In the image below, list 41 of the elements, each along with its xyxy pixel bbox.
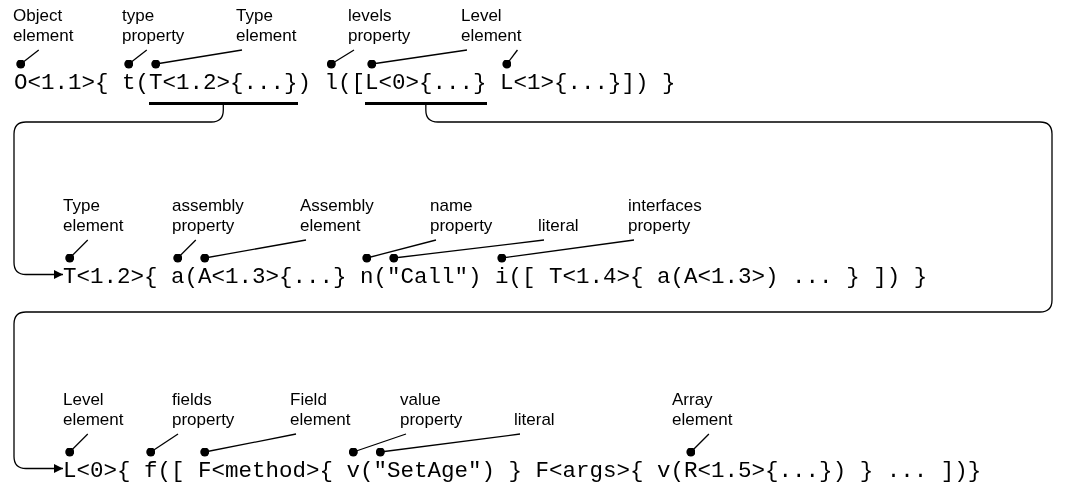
annotation-label: Level element	[461, 6, 522, 46]
leader-line	[389, 239, 545, 263]
annotation-label: Type element	[236, 6, 297, 46]
leader-line	[151, 49, 243, 69]
leader-line	[686, 433, 710, 457]
leader-line	[200, 433, 297, 457]
leader-line	[497, 239, 635, 263]
leader-line	[502, 49, 519, 69]
leader-line	[173, 239, 197, 263]
leader-line	[16, 49, 40, 69]
leader-line	[326, 49, 355, 69]
leader-line	[367, 49, 468, 69]
annotation-label: Field element	[290, 390, 351, 430]
annotation-label: assembly property	[172, 196, 244, 236]
annotation-label: interfaces property	[628, 196, 702, 236]
leader-line	[362, 239, 437, 263]
annotation-label: fields property	[172, 390, 235, 430]
annotation-label: Array element	[672, 390, 733, 430]
annotation-label: Assembly element	[300, 196, 374, 236]
annotation-label: literal	[538, 216, 579, 236]
leader-line	[65, 433, 89, 457]
annotation-label: levels property	[348, 6, 411, 46]
leader-line	[146, 433, 179, 457]
code-line: T<1.2>{ a(A<1.3>{...} n("Call") i([ T<1.4>{ a(A<1.3>) ... } ]) }	[63, 256, 928, 291]
underline-bar	[365, 102, 487, 105]
leader-line	[375, 433, 521, 457]
annotation-label: Type element	[63, 196, 124, 236]
leader-line	[348, 433, 407, 457]
annotation-label: Object element	[13, 6, 74, 46]
underline-bar	[149, 102, 298, 105]
code-line: L<0>{ f([ F<method>{ v("SetAge") } F<args>{ v(R<1.5>{...}) } ... ])}	[63, 450, 982, 485]
annotation-label: type property	[122, 6, 185, 46]
annotation-label: value property	[400, 390, 463, 430]
leader-line	[65, 239, 89, 263]
code-line: O<1.1>{ t(T<1.2>{...}) l([L<0>{...} L<1>{...}]) }	[14, 62, 676, 97]
arrow	[13, 104, 224, 279]
leader-line	[124, 49, 148, 69]
annotation-label: literal	[514, 410, 555, 430]
annotation-label: name property	[430, 196, 493, 236]
leader-line	[200, 239, 307, 263]
annotation-label: Level element	[63, 390, 124, 430]
